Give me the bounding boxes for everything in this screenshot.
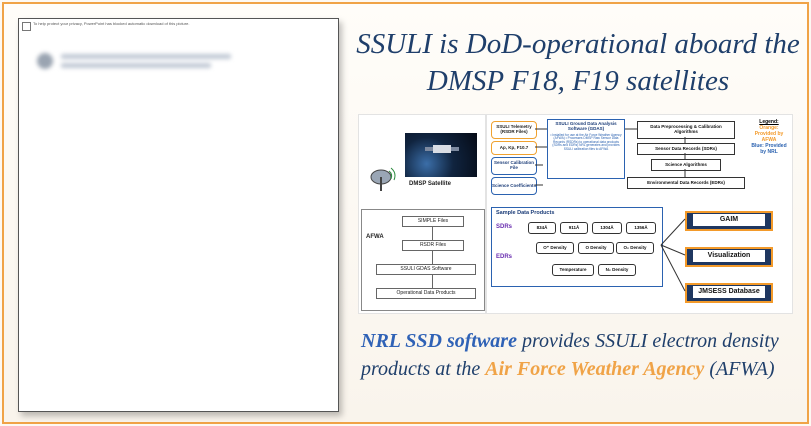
- blurred-content: [37, 53, 231, 69]
- caption-afwa: Air Force Weather Agency: [485, 358, 705, 380]
- edrs-label: EDRs: [496, 254, 513, 260]
- sdr-1304: 1304Å: [592, 222, 622, 234]
- afwa-label: AFWA: [366, 234, 384, 240]
- output-visualization: Visualization: [685, 247, 773, 267]
- gdas-box: SSULI Ground Data Analysis Software (GDA…: [547, 119, 625, 179]
- slide-caption: NRL SSD software provides SSULI electron…: [361, 327, 801, 383]
- edr-o: O Density: [578, 242, 614, 254]
- proc-edrs: Environmental Data Records (EDRs): [627, 177, 745, 189]
- input-coefficients: Science Coefficients: [491, 177, 537, 195]
- edr-o2: O₂ Density: [616, 242, 654, 254]
- gdas-title: SSULI Ground Data Analysis Software (GDA…: [555, 121, 617, 131]
- caption-text-2: (AFWA): [704, 358, 775, 380]
- proc-calibration: Data Preprocessing & Calibration Algorit…: [637, 121, 735, 139]
- broken-image-icon: [22, 22, 31, 31]
- satellite-label: DMSP Satellite: [409, 181, 451, 187]
- edr-oplus: O⁺ Density: [536, 242, 574, 254]
- legend: Legend: Orange: Provided by AFWA Blue: P…: [749, 119, 789, 155]
- step-simple-files: SIMPLE Files: [402, 216, 464, 227]
- proc-sdrs: Sensor Data Records (SDRs): [637, 143, 735, 155]
- caption-text-1: provides SSULI electron density products…: [361, 330, 779, 380]
- afwa-flow-diagram: DMSP Satellite AFWA SIMPLE Files RSDR Fi…: [358, 114, 486, 314]
- sdr-834: 834Å: [528, 222, 556, 234]
- slide-title: SSULI is DoD-operational aboard the DMSP…: [356, 28, 800, 97]
- caption-nrl-software: NRL SSD software: [361, 330, 517, 352]
- gdas-architecture-diagram: SSULI Telemetry (RSDR Files) Ap, Kp, F10…: [486, 114, 793, 314]
- legend-orange: Orange: Provided by AFWA: [754, 125, 784, 143]
- input-indices: Ap, Kp, F10.7: [491, 141, 537, 155]
- sdrs-label: SDRs: [496, 224, 513, 230]
- sample-title: Sample Data Products: [496, 210, 555, 216]
- step-gdas-software: SSULI GDAS Software: [376, 264, 476, 275]
- satellite-dish-icon: [370, 167, 396, 191]
- output-gaim: GAIM: [685, 211, 773, 231]
- satellite-image: [405, 133, 477, 177]
- edr-n2: N₂ Density: [598, 264, 636, 276]
- edr-temperature: Temperature: [552, 264, 594, 276]
- blocked-picture-placeholder[interactable]: To help protect your privacy, PowerPoint…: [18, 18, 339, 412]
- step-operational-products: Operational Data Products: [376, 288, 476, 299]
- afwa-box: AFWA SIMPLE Files RSDR Files SSULI GDAS …: [361, 209, 485, 311]
- input-telemetry: SSULI Telemetry (RSDR Files): [491, 121, 537, 139]
- legend-title: Legend:: [759, 119, 779, 125]
- legend-blue: Blue: Provided by NRL: [751, 143, 787, 155]
- sample-data-products: Sample Data Products SDRs 834Å 911Å 1304…: [491, 207, 663, 287]
- privacy-notice: To help protect your privacy, PowerPoint…: [33, 21, 190, 26]
- gdas-bullets: • Installed for use at the Air Force Wea…: [550, 132, 622, 151]
- step-rsdr-files: RSDR Files: [402, 240, 464, 251]
- input-calibration: Sensor Calibration File: [491, 157, 537, 175]
- sdr-911: 911Å: [560, 222, 588, 234]
- output-jmsess: JMSESS Database: [685, 283, 773, 303]
- sdr-1356: 1356Å: [626, 222, 656, 234]
- proc-science: Science Algorithms: [651, 159, 721, 171]
